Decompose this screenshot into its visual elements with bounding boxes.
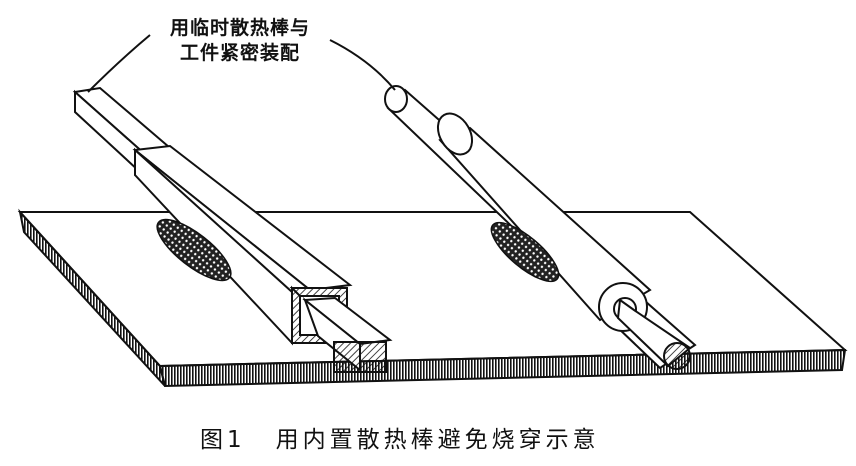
callout-line-1: 用临时散热棒与 — [169, 17, 310, 39]
caption-text: 用内置散热棒避免烧穿示意 — [275, 427, 600, 453]
callout-leaders — [87, 34, 396, 93]
base-plate — [17, 208, 848, 388]
square-tube-assembly — [72, 86, 393, 373]
callout-line-2: 工件紧密装配 — [179, 42, 300, 64]
weld-bead-left — [156, 218, 232, 282]
figure-number: 图1 — [200, 427, 246, 453]
weld-beads — [156, 218, 560, 283]
weld-bead-right — [490, 221, 560, 283]
round-tube-assembly — [384, 85, 697, 370]
callout-label: 用临时散热棒与 工件紧密装配 — [150, 16, 330, 66]
figure-caption: 图1 用内置散热棒避免烧穿示意 — [200, 420, 670, 454]
